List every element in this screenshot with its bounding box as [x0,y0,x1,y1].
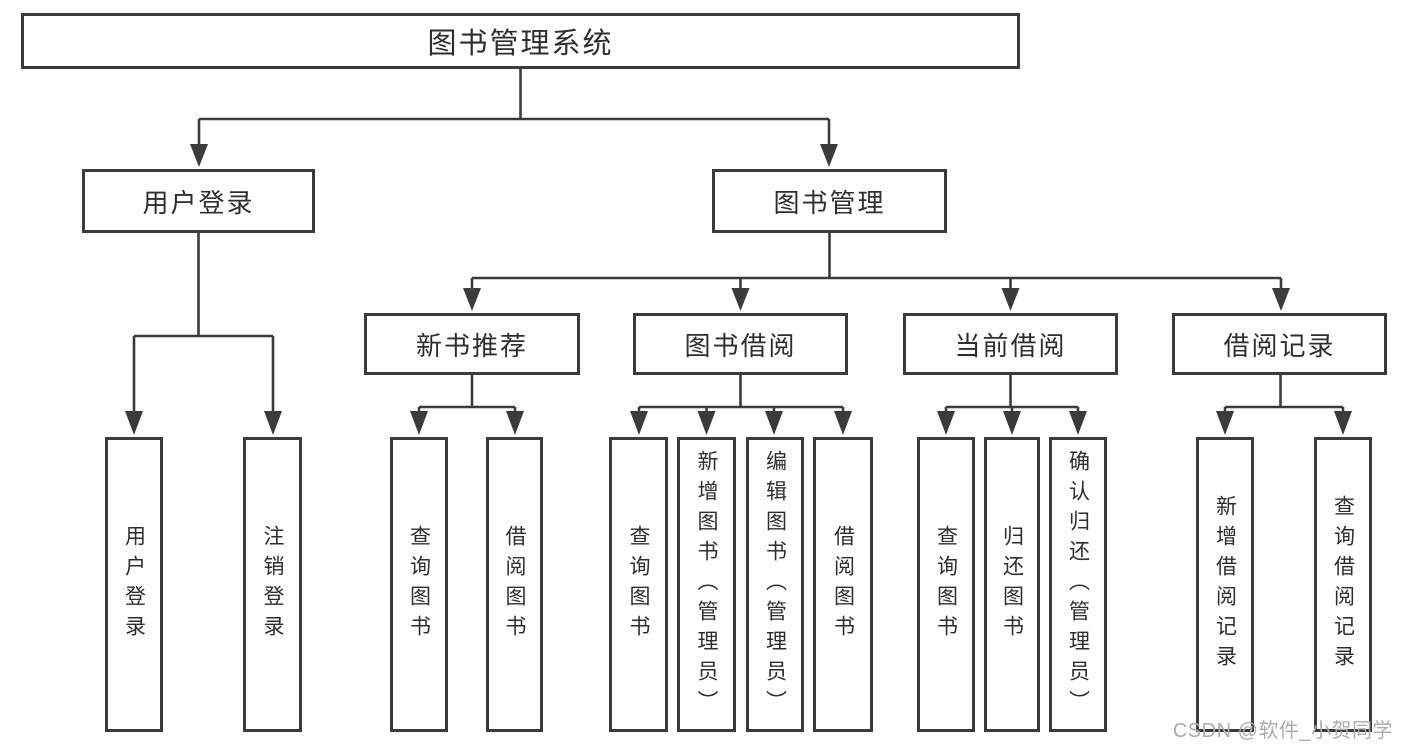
leaf-add-book-admin: 新增图书（管理员） [677,437,736,732]
leaf-label: 借阅图书 [503,524,526,645]
node-label: 借阅记录 [1223,330,1336,361]
leaf-label: 编辑图书（管理员） [763,449,787,720]
leaf-label: 用户登录 [122,524,146,645]
leaf-return-book: 归还图书 [984,437,1040,732]
leaf-label: 归还图书 [1000,524,1024,645]
leaf-query-borrow-record: 查询借阅记录 [1314,437,1372,732]
leaf-add-borrow-record: 新增借阅记录 [1196,437,1254,732]
node-book-management: 图书管理 [712,169,947,233]
leaf-query-books-recommend: 查询图书 [390,437,448,732]
watermark: CSDN @软件_小贺同学 [1172,720,1393,742]
node-label: 图书管理系统 [427,28,614,60]
node-label: 新书推荐 [415,330,528,361]
leaf-label: 确认归还（管理员） [1066,449,1090,720]
leaf-label: 注销登录 [261,524,284,645]
node-current-borrowing: 当前借阅 [903,313,1118,375]
leaf-logout: 注销登录 [243,437,302,732]
leaf-label: 查询图书 [407,524,431,645]
node-label: 用户登录 [142,187,255,218]
leaf-query-books-current: 查询图书 [917,437,975,732]
leaf-label: 借阅图书 [831,524,855,645]
leaf-label: 新增图书（管理员） [695,449,718,720]
node-user-login: 用户登录 [82,169,315,233]
node-library-management-system: 图书管理系统 [21,13,1020,69]
node-label: 图书借阅 [684,330,797,361]
node-book-borrowing: 图书借阅 [633,313,848,375]
leaf-borrow-books-recommend: 借阅图书 [486,437,543,732]
leaf-borrow-books-borrowing: 借阅图书 [813,437,873,732]
leaf-label: 新增借阅记录 [1213,494,1237,675]
node-borrowing-records: 借阅记录 [1172,313,1387,375]
leaf-confirm-return-admin: 确认归还（管理员） [1049,437,1107,732]
leaf-label: 查询图书 [934,524,958,645]
leaf-label: 查询借阅记录 [1331,494,1355,675]
leaf-user-login: 用户登录 [105,437,163,732]
leaf-query-books-borrowing: 查询图书 [609,437,668,732]
leaf-label: 查询图书 [627,524,650,645]
node-label: 图书管理 [773,187,886,218]
leaf-edit-book-admin: 编辑图书（管理员） [746,437,804,732]
node-label: 当前借阅 [954,330,1067,361]
node-new-book-recommendation: 新书推荐 [364,313,580,375]
